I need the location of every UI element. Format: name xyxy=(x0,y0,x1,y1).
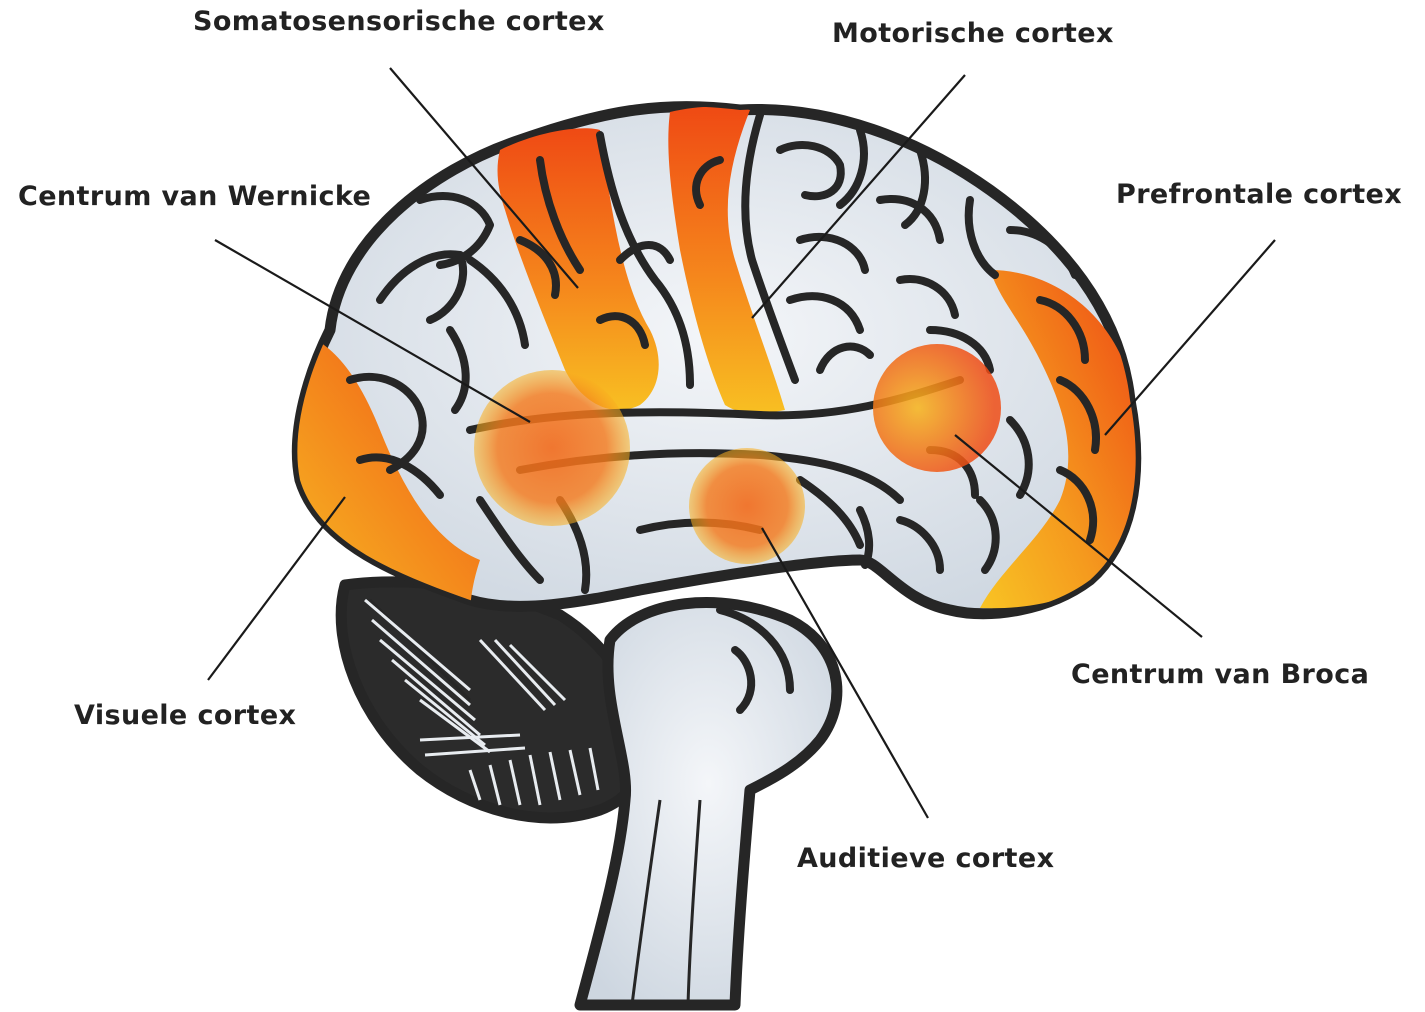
label-broca: Centrum van Broca xyxy=(1071,659,1369,690)
wernicke-marker xyxy=(474,370,630,526)
label-motor: Motorische cortex xyxy=(832,18,1114,49)
label-somatosensory: Somatosensorische cortex xyxy=(193,6,605,37)
label-wernicke: Centrum van Wernicke xyxy=(18,181,371,212)
visual-leader xyxy=(208,497,345,680)
prefrontal-leader xyxy=(1105,240,1275,435)
auditory-marker xyxy=(689,448,805,564)
label-prefrontal: Prefrontale cortex xyxy=(1116,179,1402,210)
label-visual: Visuele cortex xyxy=(74,700,296,731)
label-auditory: Auditieve cortex xyxy=(797,843,1054,874)
broca-marker xyxy=(873,344,1001,472)
cerebellum xyxy=(341,582,643,818)
cerebrum xyxy=(260,106,1138,620)
